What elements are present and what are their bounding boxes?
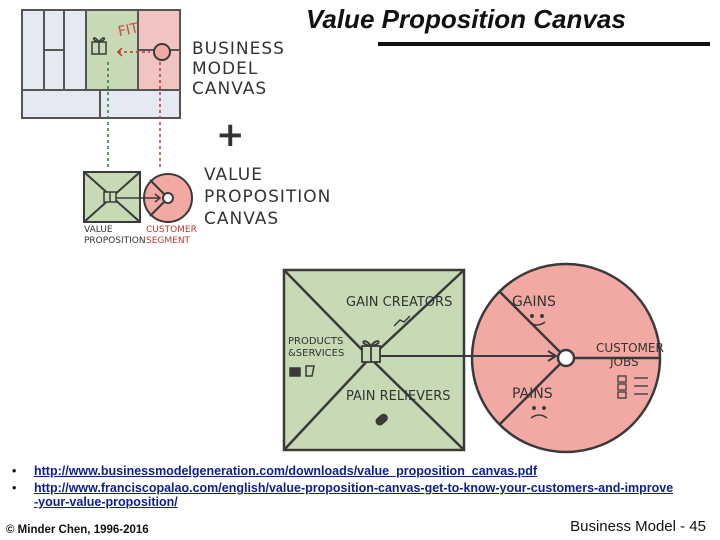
gains-label: GAINS (512, 294, 556, 310)
customer-profile-labels: GAINS CUSTOMER JOBS PAINS (512, 294, 664, 402)
customer-profile-circle (470, 262, 662, 454)
bullet-icon: • (12, 481, 17, 495)
sad-face-icon (530, 406, 548, 419)
page-number: Business Model - 45 (570, 518, 706, 535)
bmc-label: BUSINESS MODEL CANVAS (192, 39, 285, 99)
happy-face-icon (528, 314, 546, 326)
slide-title: Value Proposition Canvas (306, 4, 626, 34)
gain-creator-arrow-icon (393, 315, 411, 327)
product-icons (289, 365, 315, 377)
cs-label-line1: CUSTOMER (146, 225, 197, 235)
small-gift-icon (103, 191, 117, 203)
bmc-label-line2: MODEL (192, 59, 258, 79)
title-underline (378, 42, 710, 46)
link-vpc-pdf[interactable]: http://www.businessmodelgeneration.com/d… (34, 464, 538, 478)
link-franciscopalao[interactable]: http://www.franciscopalao.com/english/va… (34, 481, 674, 509)
link-row: • http://www.businessmodelgeneration.com… (12, 464, 712, 478)
reference-links: • http://www.businessmodelgeneration.com… (12, 464, 712, 512)
bmc-label-line3: CANVAS (192, 79, 267, 99)
pains-label: PAINS (512, 386, 553, 402)
plus-sign: + (216, 115, 245, 155)
canvas-illustration: FIT BUSINESS MODEL CANVAS + VALUE PROPOS… (21, 9, 664, 454)
vpc-label-line3: CANVAS (204, 209, 279, 229)
large-gift-icon (361, 340, 381, 363)
fit-arrows (116, 47, 150, 57)
customer-jobs-label-line2: JOBS (609, 355, 639, 369)
gain-creators-label: GAIN CREATORS (346, 295, 452, 310)
fit-label: FIT (117, 20, 141, 40)
fit-arrow (380, 350, 558, 362)
cs-label-line2: SEGMENT (146, 236, 191, 246)
link-row: • http://www.franciscopalao.com/english/… (12, 481, 712, 509)
small-customer-circle (143, 173, 193, 223)
products-services-label-line2: &SERVICES (288, 348, 344, 359)
small-fit-arrow (116, 193, 162, 203)
vp-label-line1: VALUE (84, 225, 113, 235)
gift-icon (91, 37, 107, 55)
business-model-canvas-sketch (21, 9, 181, 119)
jobs-list-icon (617, 375, 648, 399)
value-map-labels: GAIN CREATORS PRODUCTS &SERVICES PAIN RE… (288, 295, 452, 404)
small-canvas-labels: VALUE PROPOSITION CUSTOMER SEGMENT (84, 225, 197, 246)
products-services-label-line1: PRODUCTS (288, 336, 343, 347)
bullet-icon: • (12, 464, 17, 478)
vpc-label-line1: VALUE (204, 165, 263, 185)
pain-relievers-label: PAIN RELIEVERS (346, 389, 451, 404)
vpc-label-line2: PROPOSITION (204, 187, 331, 207)
vpc-label: VALUE PROPOSITION CANVAS (204, 165, 331, 229)
customer-circle-small-icon (153, 43, 171, 61)
pill-icon (375, 413, 388, 426)
vp-label-line2: PROPOSITION (84, 236, 146, 246)
customer-jobs-label-line1: CUSTOMER (596, 341, 664, 355)
bmc-label-line1: BUSINESS (192, 39, 285, 59)
copyright-text: © Minder Chen, 1996-2016 (6, 524, 149, 536)
